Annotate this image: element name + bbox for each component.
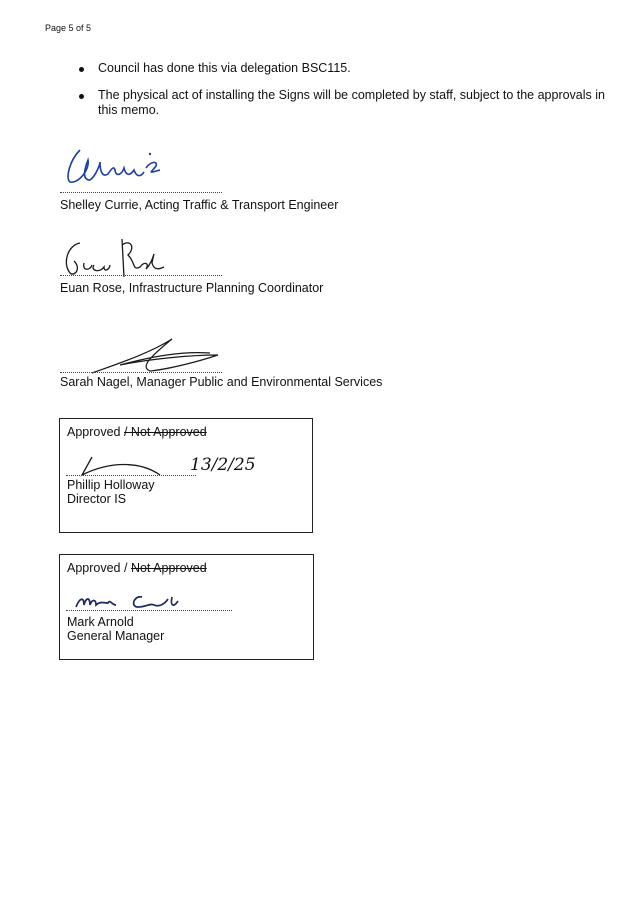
approved-label: Approved / — [67, 561, 131, 575]
signature-shelley-currie — [67, 149, 161, 183]
approver-title: General Manager — [67, 629, 165, 643]
signature-phillip-holloway — [80, 456, 161, 477]
approver-name: Mark Arnold — [67, 615, 134, 629]
approval-box-director: Approved / Not Approved 13/2/25 Phillip … — [59, 418, 313, 533]
approver-name: Phillip Holloway — [67, 478, 155, 492]
signature-line — [66, 610, 232, 611]
approval-box-general-manager: Approved / Not Approved Mark Arnold Gene… — [59, 554, 314, 660]
approval-status: Approved / Not Approved — [67, 561, 207, 575]
bullet-text: The physical act of installing the Signs… — [98, 88, 605, 102]
signatory-caption: Euan Rose, Infrastructure Planning Coord… — [60, 281, 324, 295]
signature-euan-rose — [65, 238, 165, 278]
bullet-icon — [79, 94, 84, 99]
signatory-caption: Shelley Currie, Acting Traffic & Transpo… — [60, 198, 339, 212]
bullet-text: Council has done this via delegation BSC… — [98, 61, 351, 75]
signatory-caption: Sarah Nagel, Manager Public and Environm… — [60, 375, 383, 389]
signature-date: 13/2/25 — [190, 455, 256, 475]
approver-title: Director IS — [67, 492, 127, 506]
signature-line — [66, 475, 196, 476]
signature-line — [60, 372, 222, 373]
signature-line — [60, 192, 222, 193]
not-approved-struck: / Not Approved — [123, 425, 207, 439]
bullet-icon — [79, 67, 84, 72]
page-number: Page 5 of 5 — [45, 23, 92, 33]
approval-status: Approved / Not Approved — [67, 425, 207, 439]
signature-line — [60, 275, 222, 276]
signature-sarah-nagel — [91, 338, 219, 374]
bullet-text: this memo. — [98, 103, 160, 117]
signature-mark-arnold — [75, 596, 179, 608]
not-approved-struck: Not Approved — [130, 561, 207, 575]
approved-label: Approved — [67, 425, 124, 439]
